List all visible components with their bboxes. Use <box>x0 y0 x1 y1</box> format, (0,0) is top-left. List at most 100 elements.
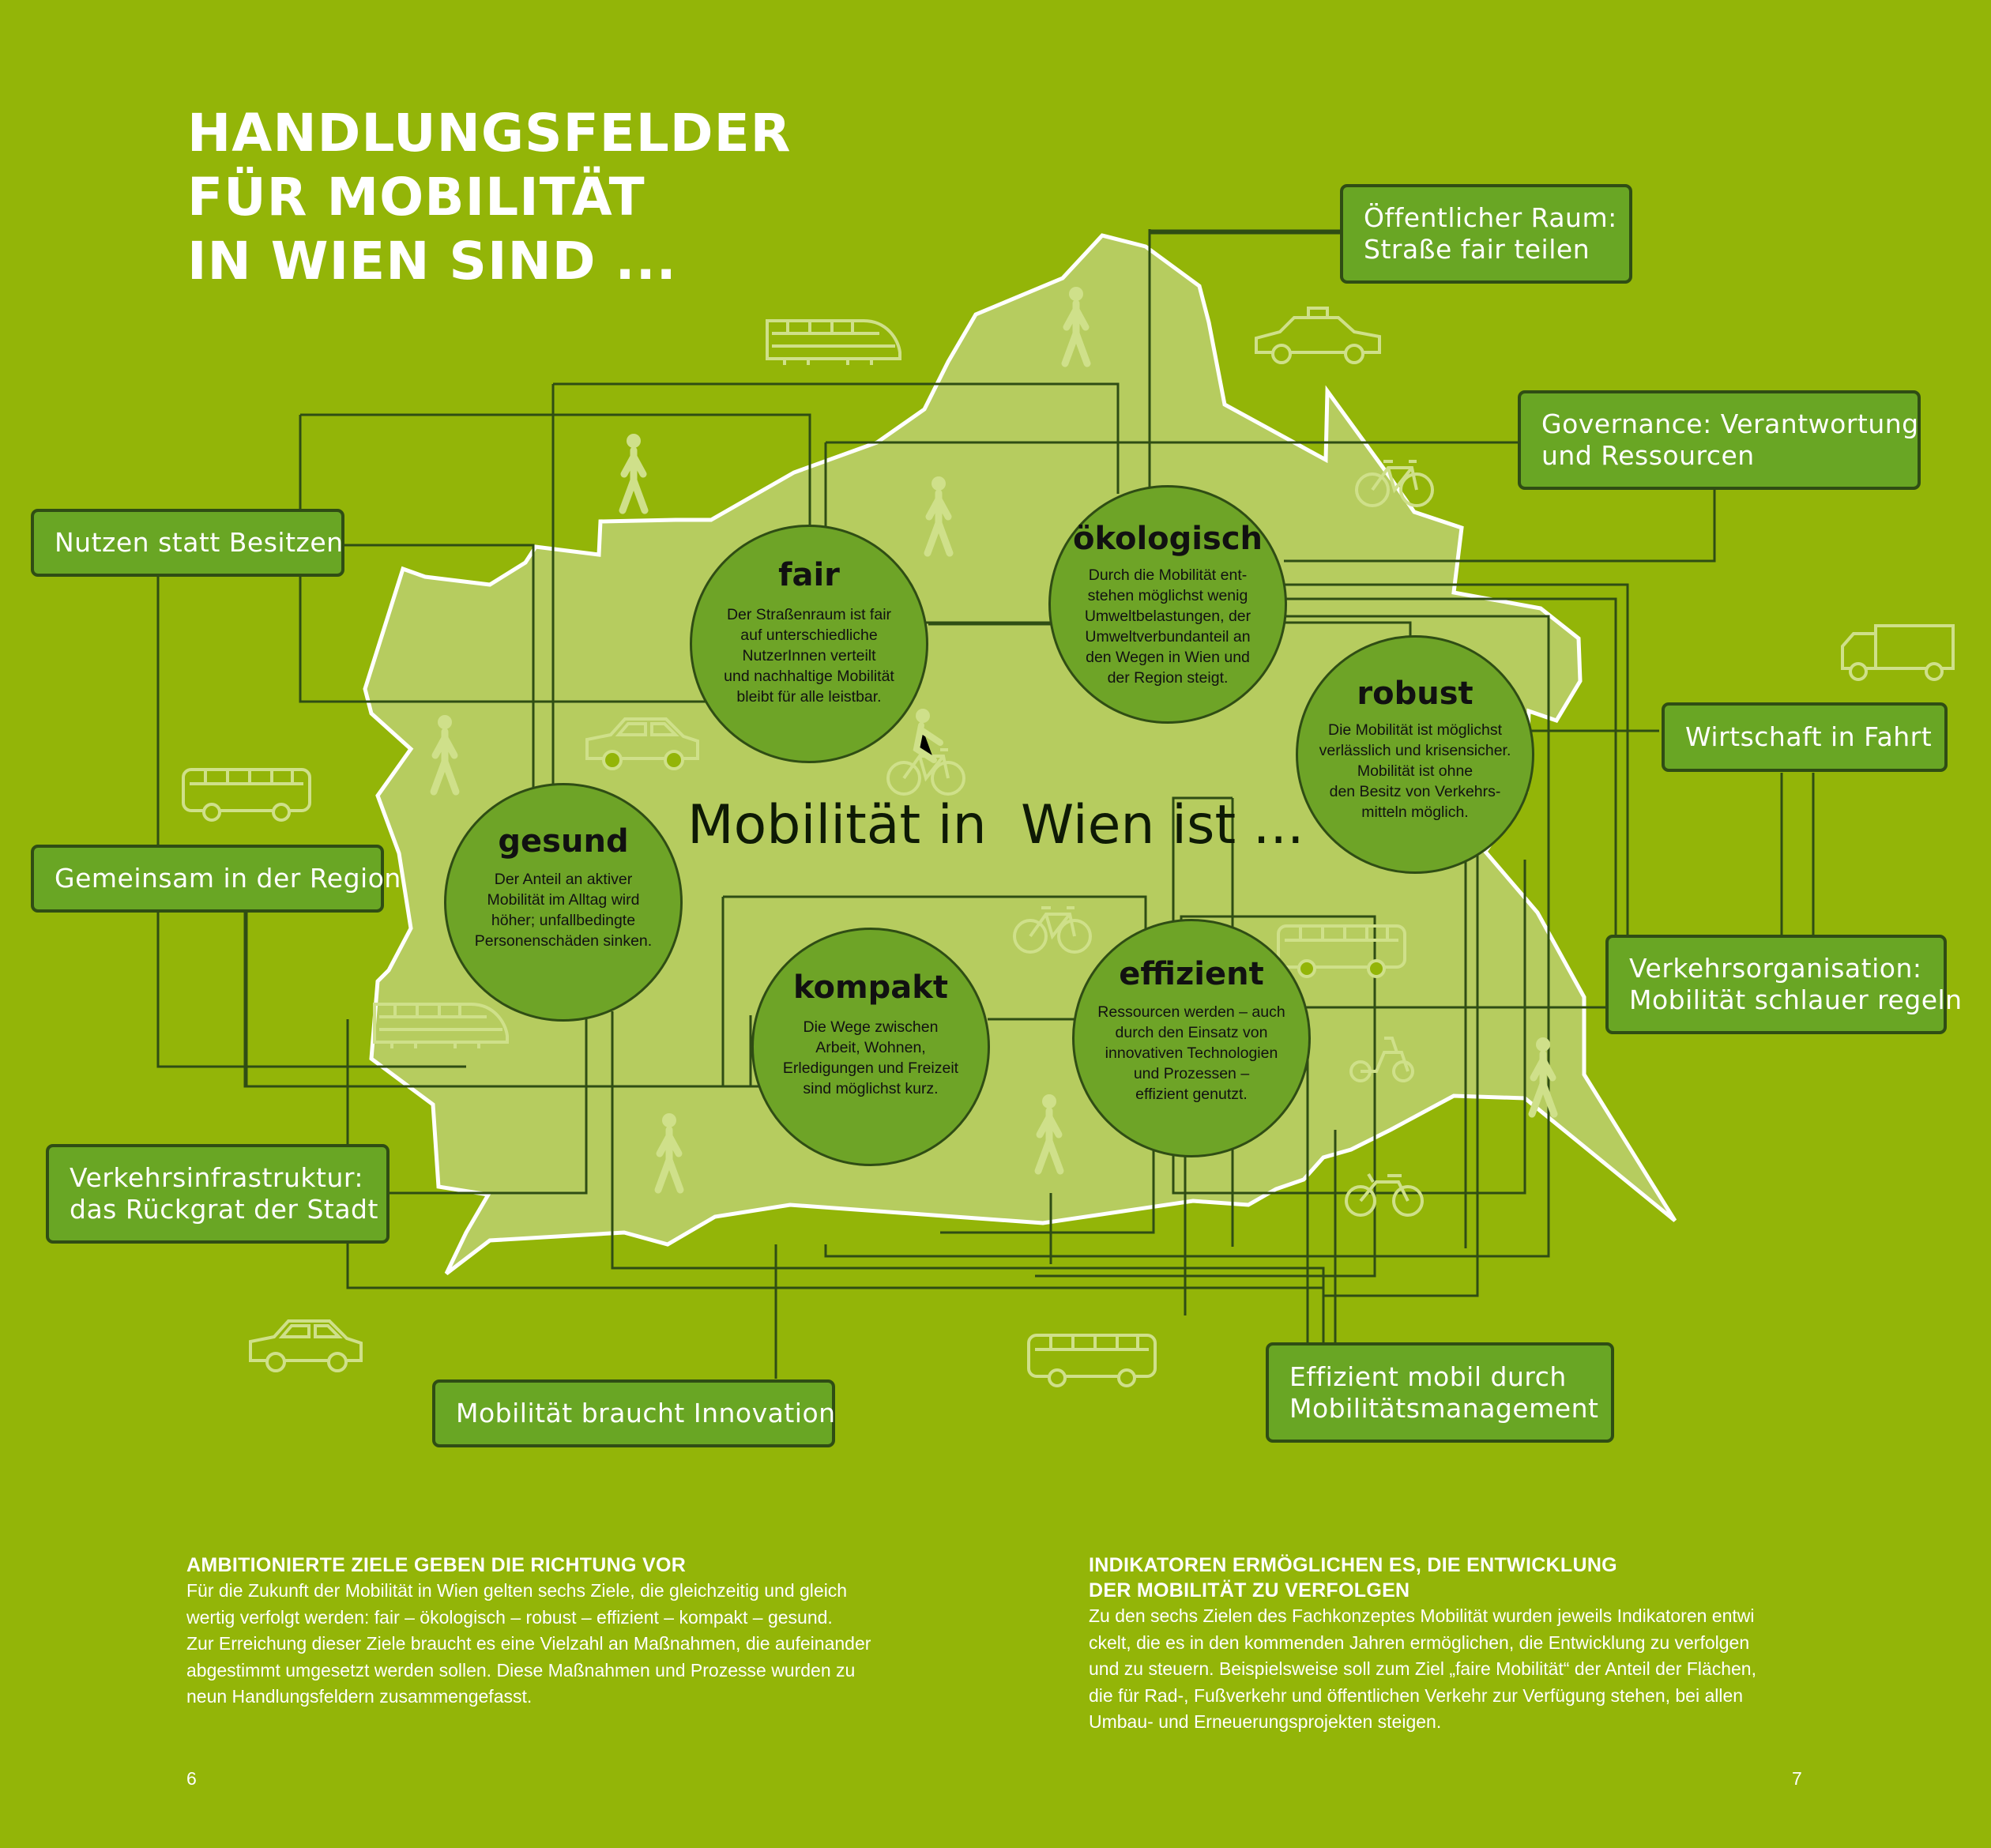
title-line: IN WIEN SIND ... <box>187 231 677 292</box>
truck-icon <box>1841 624 1955 681</box>
page-number-right: 7 <box>1792 1768 1802 1789</box>
field-label: Effizient mobil durch <box>1289 1361 1567 1392</box>
desc-line: Durch die Mobilität ent- <box>1088 566 1248 584</box>
body-line: Umbau- und Erneuerungsprojekten steigen. <box>1089 1711 1442 1732</box>
field-box-innovation: Mobilität braucht Innovation <box>432 1379 835 1447</box>
title-line: HANDLUNGSFELDER <box>187 103 792 164</box>
body-line: neun Handlungsfeldern zusammengefasst. <box>186 1686 533 1707</box>
heading-line: DER MOBILITÄT ZU VERFOLGEN <box>1089 1579 1410 1601</box>
desc-line: sind möglichst kurz. <box>803 1080 939 1097</box>
body-line: Zur Erreichung dieser Ziele braucht es e… <box>186 1633 871 1654</box>
body-line: und zu steuern. Beispielsweise soll zum … <box>1089 1658 1756 1679</box>
field-box-verkehrsinfrastruktur: Verkehrsinfrastruktur: das Rückgrat der … <box>46 1144 390 1244</box>
goal-description: Ressourcen werden – auch durch den Einsa… <box>1075 1002 1308 1105</box>
body-line: wertig verfolgt werden: fair – ökologisc… <box>186 1606 833 1628</box>
goal-circle-oekologisch: ökologisch Durch die Mobilität ent- steh… <box>1048 485 1287 724</box>
goal-name: effizient <box>1119 956 1264 992</box>
goal-circle-kompakt: kompakt Die Wege zwischen Arbeit, Wohnen… <box>751 928 990 1166</box>
desc-line: mitteln möglich. <box>1361 804 1469 821</box>
goal-name: gesund <box>498 823 629 860</box>
field-label: das Rückgrat der Stadt <box>70 1194 378 1225</box>
field-label: Verkehrsinfrastruktur: <box>70 1162 363 1193</box>
goal-name: kompakt <box>792 969 949 1006</box>
field-label: Gemeinsam in der Region <box>55 863 401 894</box>
desc-line: Die Mobilität ist möglichst <box>1328 721 1502 739</box>
field-label: Öffentlicher Raum: <box>1364 202 1617 233</box>
desc-line: den Besitz von Verkehrs- <box>1329 783 1501 800</box>
desc-line: und Prozessen – <box>1133 1065 1250 1082</box>
goal-circle-gesund: gesund Der Anteil an aktiver Mobilität i… <box>444 783 683 1022</box>
scooter-icon <box>1349 1037 1414 1082</box>
goal-description: Durch die Mobilität ent- stehen möglichs… <box>1051 565 1285 688</box>
field-label: Verkehrsorganisation: <box>1629 953 1922 984</box>
left-column-heading: AMBITIONIERTE ZIELE GEBEN DIE RICHTUNG V… <box>186 1553 977 1578</box>
goal-circle-robust: robust Die Mobilität ist möglichst verlä… <box>1296 635 1534 874</box>
heading-line: AMBITIONIERTE ZIELE GEBEN DIE RICHTUNG V… <box>186 1554 687 1576</box>
desc-line: den Wegen in Wien und <box>1086 649 1250 666</box>
field-box-effizient-mobil: Effizient mobil durch Mobilitätsmanageme… <box>1266 1342 1614 1443</box>
right-text-column: INDIKATOREN ERMÖGLICHEN ES, DIE ENTWICKL… <box>1089 1553 1879 1736</box>
desc-line: stehen möglichst wenig <box>1087 587 1248 604</box>
goal-name: ökologisch <box>1072 521 1263 557</box>
desc-line: Umweltverbundanteil an <box>1085 628 1251 645</box>
field-box-wirtschaft: Wirtschaft in Fahrt <box>1662 702 1948 772</box>
cyclist-rider <box>913 709 943 763</box>
desc-line: auf unterschiedliche <box>740 627 878 644</box>
desc-line: Der Anteil an aktiver <box>494 871 633 888</box>
field-label: Mobilitätsmanagement <box>1289 1392 1599 1424</box>
goal-name: robust <box>1357 676 1473 712</box>
motorcycle-icon <box>1345 1172 1424 1217</box>
desc-line: und nachhaltige Mobilität <box>724 668 894 685</box>
desc-line: Umweltbelastungen, der <box>1084 608 1251 625</box>
desc-line: Ressourcen werden – auch <box>1097 1003 1285 1021</box>
desc-line: Die Wege zwischen <box>803 1018 939 1036</box>
field-box-verkehrsorganisation: Verkehrsorganisation: Mobilität schlauer… <box>1605 935 1963 1034</box>
desc-line: Mobilität ist ohne <box>1357 762 1473 780</box>
desc-line: Mobilität im Alltag wird <box>487 891 640 909</box>
desc-line: bleibt für alle leistbar. <box>736 688 882 706</box>
goal-name: fair <box>778 557 840 593</box>
vienna-map-shape <box>363 233 1677 1275</box>
desc-line: verlässlich und krisensicher. <box>1319 742 1511 759</box>
goal-circle-fair: fair Der Straßenraum ist fair auf unters… <box>690 525 928 763</box>
field-label: Governance: Verantwortung <box>1541 408 1919 439</box>
pedestrian-icon <box>623 434 645 510</box>
desc-line: effizient genutzt. <box>1135 1086 1248 1103</box>
train-icon <box>766 319 901 367</box>
desc-line: der Region steigt. <box>1107 669 1229 687</box>
body-line: ckelt, die es in den kommenden Jahren er… <box>1089 1632 1750 1653</box>
taxi-icon <box>1255 307 1381 364</box>
transport-icons <box>182 287 1955 1387</box>
bus-icon <box>182 768 311 822</box>
field-label: Nutzen statt Besitzen <box>55 527 344 558</box>
bus-icon <box>1027 1334 1157 1387</box>
right-column-heading: INDIKATOREN ERMÖGLICHEN ES, DIE ENTWICKL… <box>1089 1553 1879 1603</box>
field-label: Straße fair teilen <box>1364 234 1590 265</box>
field-label: und Ressourcen <box>1541 440 1755 471</box>
desc-line: durch den Einsatz von <box>1115 1024 1268 1041</box>
desc-line: Personenschäden sinken. <box>474 932 653 950</box>
left-column-body: Für die Zukunft der Mobilität in Wien ge… <box>186 1578 977 1711</box>
page-number-left: 6 <box>186 1768 197 1789</box>
field-label: Mobilität schlauer regeln <box>1629 984 1963 1015</box>
field-box-nutzen: Nutzen statt Besitzen <box>31 509 344 577</box>
goal-description: Die Wege zwischen Arbeit, Wohnen, Erledi… <box>754 1017 988 1099</box>
desc-line: innovativen Technologien <box>1105 1044 1278 1062</box>
body-line: die für Rad-, Fußverkehr und öffentliche… <box>1089 1684 1744 1706</box>
goal-description: Der Straßenraum ist fair auf unterschied… <box>692 604 926 707</box>
desc-line: Arbeit, Wohnen, <box>815 1039 926 1056</box>
body-line: Für die Zukunft der Mobilität in Wien ge… <box>186 1580 848 1601</box>
desc-line: Erledigungen und Freizeit <box>782 1059 959 1077</box>
center-statement: Mobilität in Wien ist ... <box>687 794 1304 856</box>
desc-line: Der Straßenraum ist fair <box>726 606 892 623</box>
heading-line: INDIKATOREN ERMÖGLICHEN ES, DIE ENTWICKL… <box>1089 1554 1617 1576</box>
body-line: abgestimmt umgesetzt werden sollen. Dies… <box>186 1659 856 1681</box>
car-icon <box>249 1319 363 1372</box>
goal-description: Die Mobilität ist möglichst verlässlich … <box>1298 720 1532 822</box>
page-title: HANDLUNGSFELDER FÜR MOBILITÄT IN WIEN SI… <box>187 101 792 293</box>
left-text-column: AMBITIONIERTE ZIELE GEBEN DIE RICHTUNG V… <box>186 1553 977 1711</box>
right-column-body: Zu den sechs Zielen des Fachkonzeptes Mo… <box>1089 1603 1879 1736</box>
goal-description: Der Anteil an aktiver Mobilität im Allta… <box>446 869 680 951</box>
field-box-oeffentlicher-raum: Öffentlicher Raum: Straße fair teilen <box>1340 184 1632 284</box>
